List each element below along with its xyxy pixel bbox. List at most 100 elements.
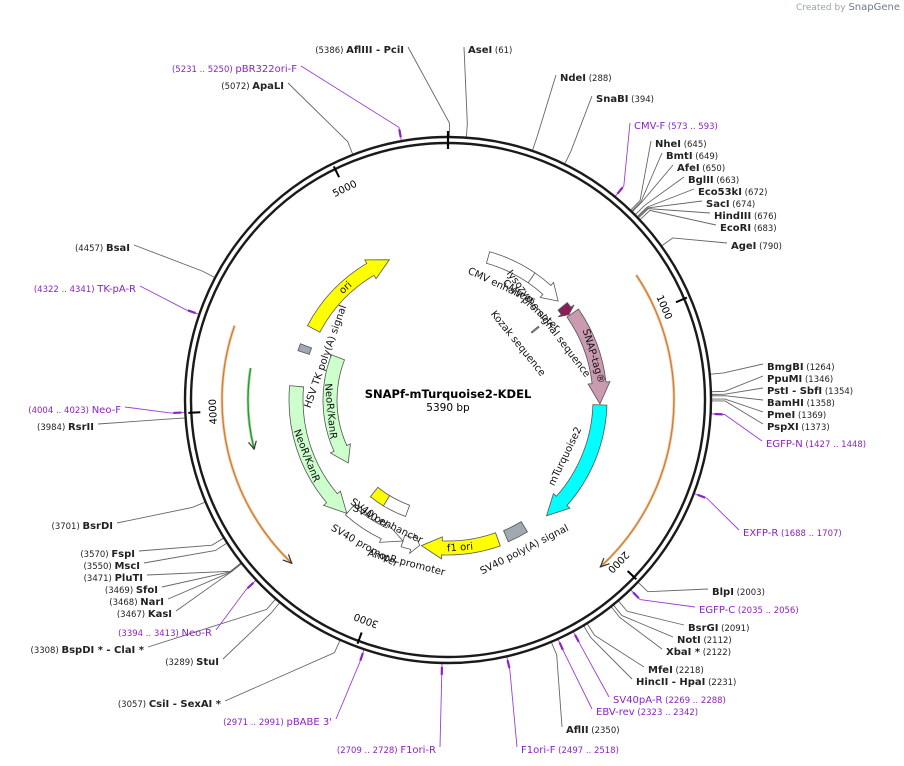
plasmid-name: SNAPf-mTurquoise2-KDEL: [365, 387, 532, 401]
primer-label-f1ori-f: F1ori-F (2497 .. 2518): [521, 745, 619, 756]
primer-name-sv40pa-r: SV40pA-R: [613, 695, 662, 706]
bp-tick-5000: [332, 165, 340, 178]
site-name-kasi: KasI: [148, 609, 172, 620]
site-name-nhei: NheI: [655, 139, 681, 150]
primer-name-tk-pa-r: TK-pA-R: [96, 284, 136, 295]
primer-pos-cmv-f: (573 .. 593): [665, 122, 718, 132]
site-label-bamhi: BamHI (1358): [767, 398, 835, 409]
primer-leader-4: [630, 589, 696, 608]
site-label-sfoi: (3469) SfoI: [105, 585, 158, 596]
brand-prefix: Created by: [796, 3, 846, 13]
inner-annotation-layer: [220, 274, 676, 568]
site-name-bsai: BsaI: [106, 243, 130, 254]
site-label-bsrgi: BsrGI (2091): [688, 623, 749, 634]
feature-label-neor-kanr-14: NeoR/KanR: [322, 383, 338, 440]
site-label-snabi: SnaBI (394): [596, 94, 654, 105]
primer-name-cmv-f: CMV-F: [634, 121, 665, 132]
site-pos-msci: (3550): [83, 562, 114, 572]
site-name-bmti: BmtI: [666, 151, 693, 162]
site-label-ecori: EcoRI (683): [720, 223, 777, 234]
site-name-mfei: MfeI: [648, 665, 673, 676]
site-leader-19: [637, 581, 709, 593]
site-pos-nhei: (645): [681, 140, 707, 150]
site-leader-17: [710, 398, 764, 413]
site-leader-22: [610, 606, 663, 650]
site-name-blpi: BlpI: [712, 587, 734, 598]
primer-label-egfp-n: EGFP-N (1427 .. 1448): [766, 439, 866, 450]
site-name-pmei: PmeI: [767, 410, 795, 421]
site-label-aflii: AflII (2350): [566, 725, 620, 736]
site-pos-afliii-pcii: (5386): [315, 46, 346, 56]
primer-label-f1ori-r: (2709 .. 2728) F1ori-R: [337, 745, 436, 756]
site-leader-34: [138, 537, 225, 552]
site-pos-xbai: (2122): [700, 648, 731, 658]
primer-pos-egfp-c: (2035 .. 2056): [735, 606, 798, 616]
feature-sv40-promoter-10: [344, 505, 404, 543]
site-leader-3: [564, 95, 593, 165]
site-pos-hincii-hpai: (2231): [705, 678, 736, 688]
primer-pos-ebv-rev: (2323 .. 2342): [635, 708, 698, 718]
bp-tick-label-3000: 3000: [353, 610, 381, 629]
feature-ampr-promoter-9: [400, 532, 421, 555]
primer-pos-f1ori-f: (2497 .. 2518): [555, 746, 618, 756]
site-name-aflii: AflII: [566, 725, 589, 736]
primer-label-tk-pa-r: (4322 .. 4341) TK-pA-R: [34, 284, 136, 295]
feature-label-f1-ori-8: f1 ori: [447, 541, 474, 554]
feature-lysozyme-signal-sequence-3: [557, 302, 575, 318]
site-label-rsrii: (3984) RsrII: [37, 422, 94, 433]
site-leader-15: [710, 387, 764, 395]
bp-tick-label-5000: 5000: [331, 179, 359, 200]
site-name-psti-sbfi: PstI - SbfI: [767, 386, 822, 397]
site-leader-12: [661, 237, 728, 247]
site-pos-ndei: (288): [586, 74, 612, 84]
site-pos-nari: (3468): [109, 598, 140, 608]
site-label-pspxi: PspXI (1373): [767, 422, 830, 433]
site-label-nhei: NheI (645): [655, 139, 707, 150]
site-pos-eco53ki: (672): [742, 188, 768, 198]
site-leader-21: [612, 604, 674, 638]
site-pos-pspxi: (1373): [799, 423, 830, 433]
site-name-apali: ApaLI: [252, 81, 284, 92]
primer-mark-4: [632, 591, 640, 599]
site-pos-bglii: (663): [714, 176, 740, 186]
site-pos-snabi: (394): [628, 95, 654, 105]
site-label-bglii: BglII (663): [688, 175, 739, 186]
site-leader-11: [639, 209, 717, 226]
feature-neor-kanr-13: [288, 385, 348, 515]
primer-label-cmv-f: CMV-F (573 .. 593): [634, 121, 718, 132]
primer-name-f1ori-f: F1ori-F: [521, 745, 556, 756]
site-leader-28: [147, 598, 277, 648]
feature-ori-0: [306, 259, 391, 333]
site-name-bsrgi: BsrGI: [688, 623, 718, 634]
site-name-saci: SacI: [706, 199, 730, 210]
feature-f1-ori-8: [420, 532, 501, 560]
site-leader-36: [97, 417, 186, 425]
site-leader-38: [287, 82, 354, 155]
site-name-ndei: NdeI: [560, 73, 586, 84]
site-pos-bmgbi: (1264): [804, 363, 835, 373]
primer-leader-8: [439, 662, 443, 748]
feature-hsv-tk-poly-a-signal-15: [297, 343, 313, 355]
primer-name-neo-f: Neo-F: [92, 405, 122, 416]
site-leader-0: [407, 46, 450, 138]
site-leader-16: [710, 395, 764, 401]
bp-tick-3000: [356, 632, 363, 645]
site-label-eco53ki: Eco53kI (672): [698, 187, 767, 198]
primer-label-exfp-r: EXFP-R (1688 .. 1707): [743, 528, 842, 539]
site-pos-bsrgi: (2091): [718, 624, 749, 634]
site-pos-asei: (61): [492, 46, 512, 56]
site-pos-rsrii: (3984): [37, 423, 68, 433]
site-name-xbai: XbaI *: [666, 647, 701, 658]
primer-leader-1: [614, 122, 631, 198]
site-name-ppumi: PpuMI: [767, 374, 802, 385]
site-name-asei: AseI: [468, 45, 492, 56]
primer-mark-12: [187, 309, 196, 315]
site-label-apali: (5072) ApaLI: [221, 81, 284, 92]
site-leader-24: [583, 625, 633, 680]
site-leader-18: [710, 400, 764, 425]
site-leader-31: [161, 562, 242, 588]
site-leader-6: [631, 164, 674, 213]
plasmid-size: 5390 bp: [426, 402, 470, 414]
site-leader-5: [631, 152, 663, 212]
